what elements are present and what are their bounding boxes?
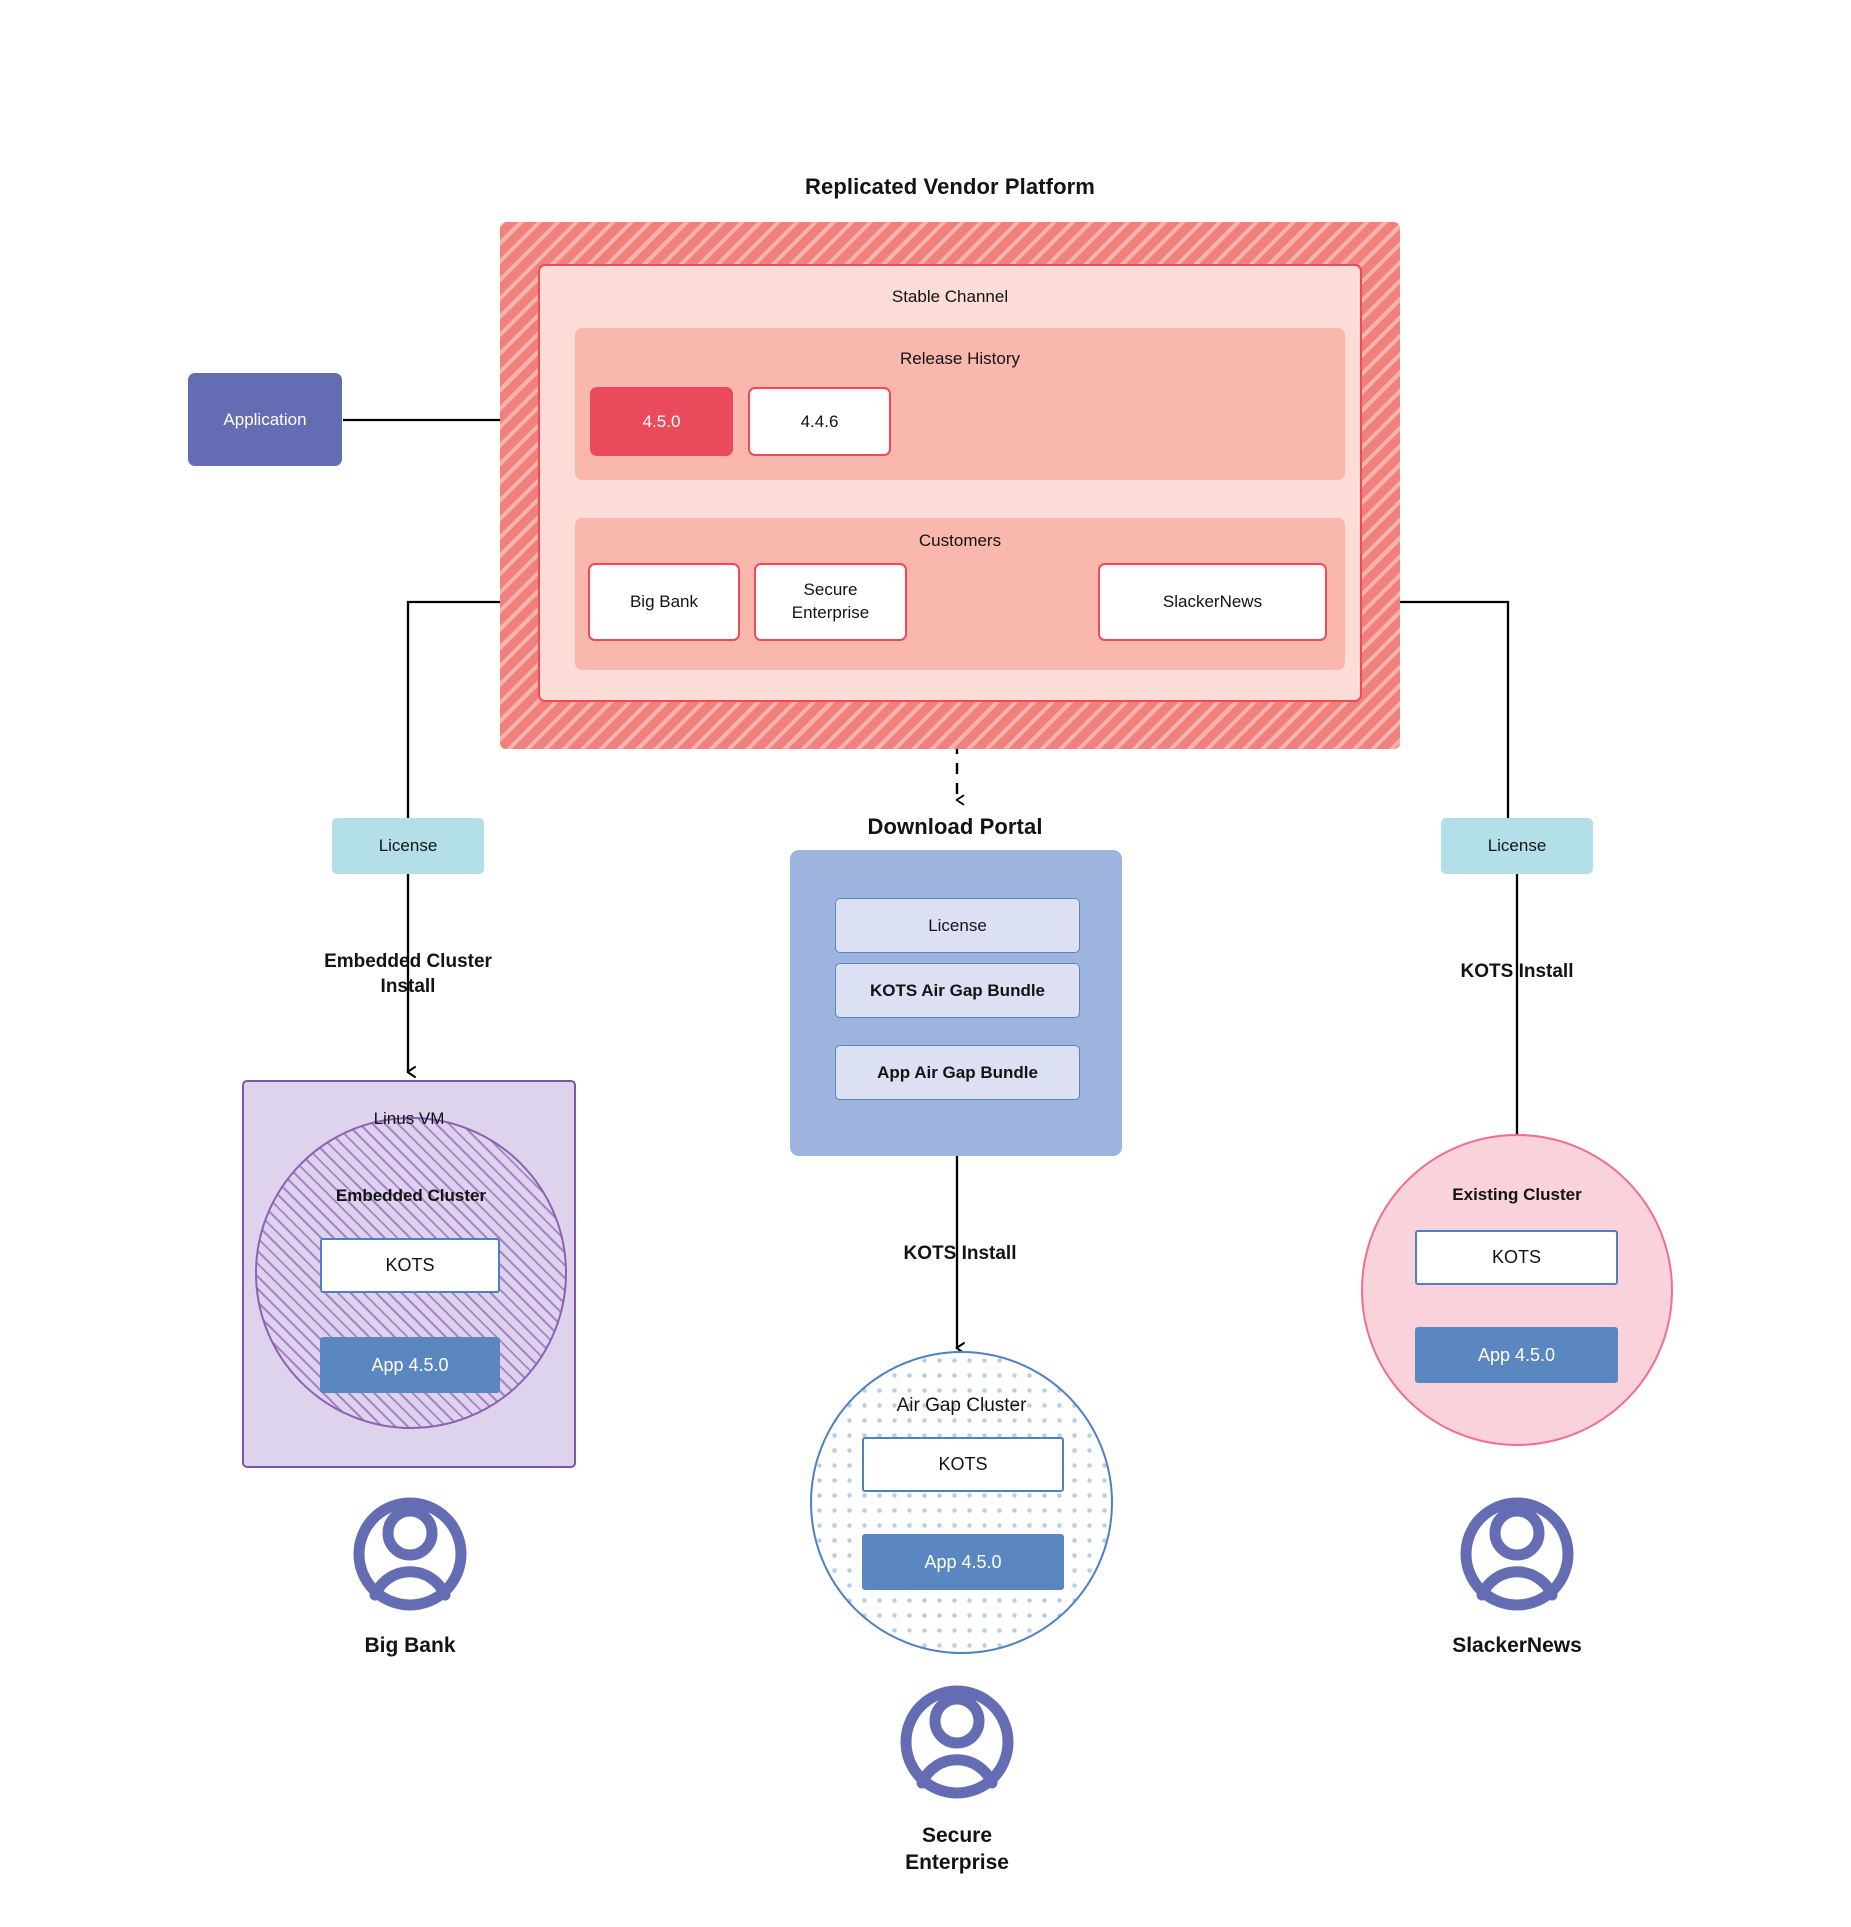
customer-box-secure-enterprise[interactable]: Secure Enterprise	[754, 563, 907, 641]
customer-label-slackernews: SlackerNews	[1162, 591, 1263, 611]
stable-channel-label: Stable Channel	[891, 287, 1009, 306]
customer-box-slackernews[interactable]: SlackerNews	[1098, 563, 1327, 641]
customer-name-big-bank: Big Bank	[364, 1634, 456, 1657]
install-label-embedded-cluster: Embedded Cluster Install	[324, 951, 492, 997]
avatar-secure-enterprise	[900, 1685, 1014, 1799]
customer-name-slackernews: SlackerNews	[1452, 1634, 1582, 1657]
existing-cluster-label: Existing Cluster	[1452, 1185, 1582, 1204]
linux-vm-label: Linus VM	[373, 1109, 445, 1128]
existing-cluster-circle	[1361, 1134, 1673, 1446]
download-portal-title: Download Portal	[867, 814, 1043, 839]
kots-box-embedded[interactable]: KOTS	[320, 1238, 500, 1293]
embedded-cluster-label: Embedded Cluster	[335, 1186, 487, 1205]
air-gap-cluster-label: Air Gap Cluster	[896, 1395, 1027, 1416]
release-history-label: Release History	[900, 349, 1020, 368]
app-version-box-existing[interactable]: App 4.5.0	[1415, 1327, 1618, 1383]
release-item-previous[interactable]: 4.4.6	[748, 387, 891, 456]
install-label-right-kots: KOTS Install	[1460, 961, 1574, 982]
portal-item-app-air-gap-bundle[interactable]: App Air Gap Bundle	[835, 1045, 1080, 1100]
kots-box-existing[interactable]: KOTS	[1415, 1230, 1618, 1285]
app-version-box-embedded[interactable]: App 4.5.0	[320, 1337, 500, 1393]
app-version-box-airgap[interactable]: App 4.5.0	[862, 1534, 1064, 1590]
install-label-center-kots: KOTS Install	[903, 1243, 1017, 1264]
customer-label-secure-enterprise: Secure Enterprise	[791, 580, 870, 622]
avatar-big-bank	[353, 1497, 467, 1611]
portal-item-license[interactable]: License	[835, 898, 1080, 953]
license-chip-slackernews[interactable]: License	[1441, 818, 1593, 874]
customers-label: Customers	[918, 531, 1002, 550]
platform-title: Replicated Vendor Platform	[805, 174, 1095, 199]
kots-box-airgap[interactable]: KOTS	[862, 1437, 1064, 1492]
application-node[interactable]: Application	[188, 373, 342, 466]
portal-item-kots-air-gap-bundle[interactable]: KOTS Air Gap Bundle	[835, 963, 1080, 1018]
air-gap-cluster-circle	[810, 1351, 1113, 1654]
customer-label-big-bank: Big Bank	[629, 591, 699, 611]
customer-name-secure-enterprise: Secure Enterprise	[905, 1823, 1009, 1874]
release-item-current[interactable]: 4.5.0	[590, 387, 733, 456]
license-chip-big-bank[interactable]: License	[332, 818, 484, 874]
avatar-slackernews	[1460, 1497, 1574, 1611]
customer-box-big-bank[interactable]: Big Bank	[588, 563, 740, 641]
